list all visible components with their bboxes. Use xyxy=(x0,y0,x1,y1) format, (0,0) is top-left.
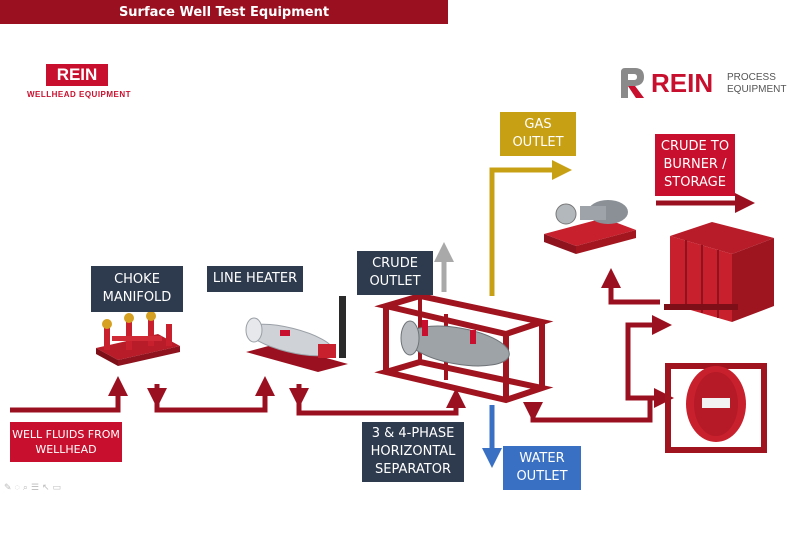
flow-arrow-separator-crude xyxy=(530,388,674,423)
gas-outlet-label: GAS OUTLET xyxy=(500,112,576,156)
choke-manifold-image xyxy=(96,311,180,366)
flow-arrow-gas-outlet xyxy=(489,160,572,296)
vertical-vessel-image xyxy=(665,363,767,453)
line-heater-label: LINE HEATER xyxy=(207,266,303,292)
crude-outlet-label: CRUDE OUTLET xyxy=(357,251,433,295)
shape-icon[interactable]: ◌ xyxy=(14,482,23,492)
slide-toolbar[interactable]: ✎◌⌕☰↖▭ xyxy=(4,482,64,493)
process-text: PROCESS xyxy=(727,72,776,83)
wellhead-equipment-text: WELLHEAD EQUIPMENT xyxy=(26,90,132,99)
rein-r-emblem-icon xyxy=(621,68,644,98)
page-title: Surface Well Test Equipment xyxy=(0,0,448,24)
line-heater-image xyxy=(245,296,348,372)
slides-icon[interactable]: ▭ xyxy=(52,482,65,492)
flow-arrow-wellhead-to-choke xyxy=(10,376,128,413)
storage-tank-image xyxy=(664,222,774,322)
flow-arrow-tank-to-pump xyxy=(601,268,660,305)
rein-wordmark: REIN xyxy=(46,64,108,86)
well-fluids-label: WELL FLUIDS FROM WELLHEAD xyxy=(10,422,122,462)
flow-arrow-heater-to-separator xyxy=(296,388,466,416)
crude-to-burner-label: CRUDE TO BURNER / STORAGE xyxy=(655,134,735,196)
choke-manifold-label: CHOKE MANIFOLD xyxy=(91,266,183,312)
rein-wellhead-logo: REIN WELLHEAD EQUIPMENT xyxy=(26,60,132,106)
pointer-icon[interactable]: ↖ xyxy=(42,482,53,492)
pump-skid-image xyxy=(544,200,636,254)
separator-skid-image xyxy=(374,292,554,404)
pen-icon[interactable]: ✎ xyxy=(4,482,15,492)
rein-wordmark-right: REIN xyxy=(651,68,714,98)
rein-process-logo: REIN PROCESS EQUIPMENT xyxy=(617,64,786,104)
search-icon[interactable]: ⌕ xyxy=(22,482,31,492)
water-outlet-label: WATER OUTLET xyxy=(503,446,581,490)
equipment-text: EQUIPMENT xyxy=(727,84,787,95)
flow-arrow-tank-link xyxy=(625,315,672,401)
menu-icon[interactable]: ☰ xyxy=(30,482,43,492)
separator-label: 3 & 4-PHASE HORIZONTAL SEPARATOR xyxy=(362,422,464,482)
flow-arrow-choke-to-heater xyxy=(154,376,275,413)
